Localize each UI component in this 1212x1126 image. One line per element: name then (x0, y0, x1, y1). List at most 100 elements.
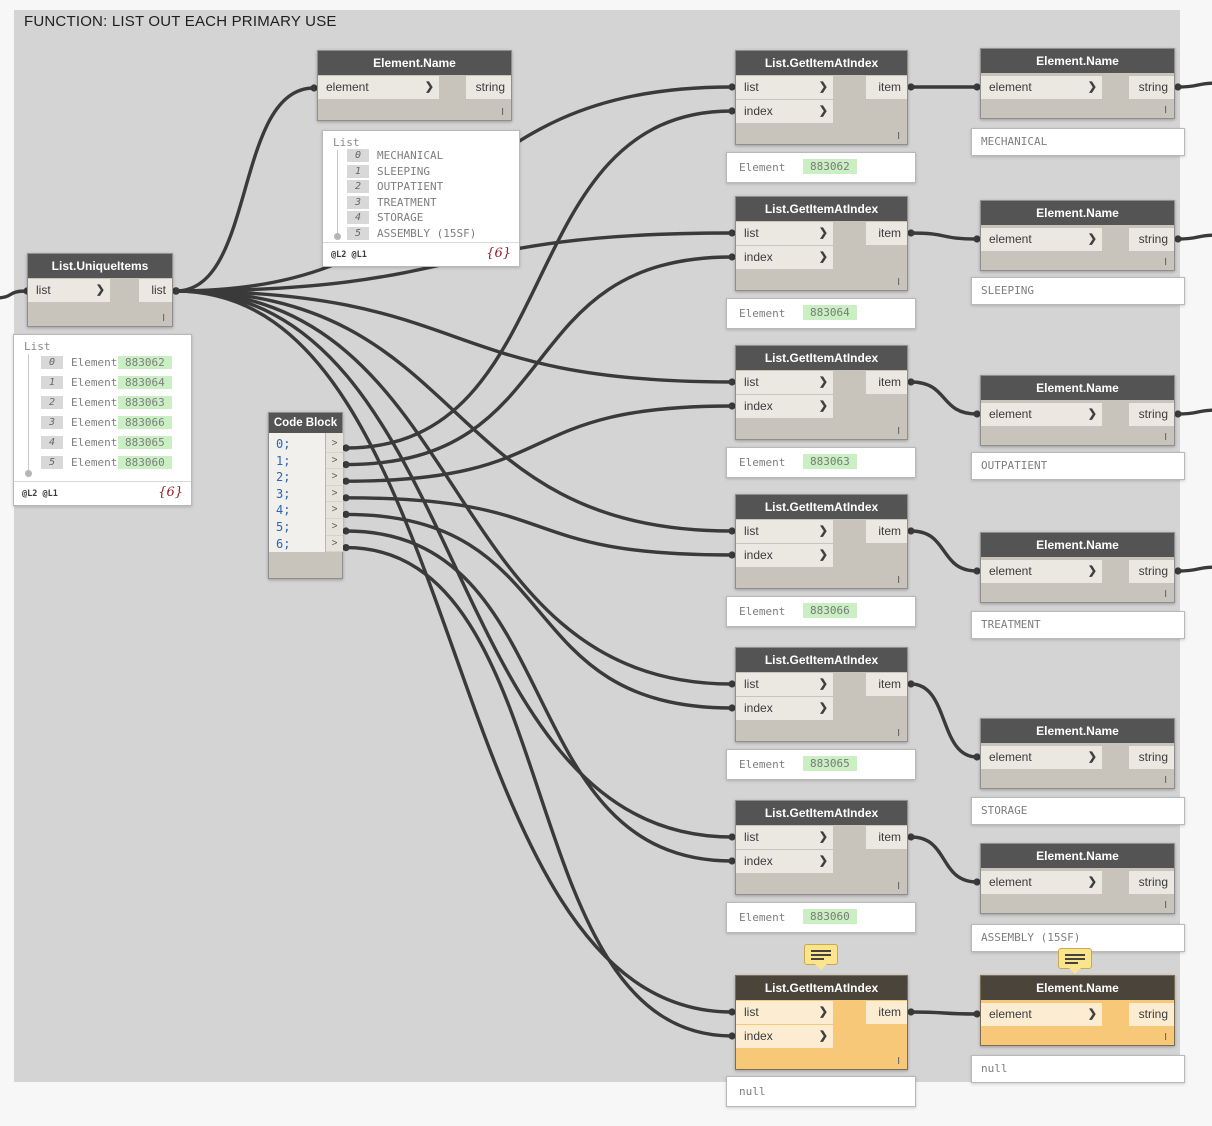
lacing-indicator[interactable]: I (897, 1056, 900, 1067)
node-element-name-6[interactable]: Element.Name element ❯ string I (980, 843, 1175, 914)
wire[interactable] (1176, 565, 1212, 573)
node-title[interactable]: Code Block (269, 413, 342, 433)
node-list-getitematindex-4[interactable]: List.GetItemAtIndex list ❯ index ❯ item … (735, 494, 908, 589)
node-title[interactable]: Element.Name (318, 51, 511, 75)
code-block-editor[interactable]: 0; 1; 2;3; 4;5; 6; (269, 433, 325, 552)
preview-bubble-element-name-3[interactable]: OUTPATIENT (971, 452, 1185, 480)
output-port-string[interactable]: string (466, 76, 511, 99)
node-element-name-1[interactable]: Element.Name element ❯ string I (980, 48, 1175, 119)
input-port-list[interactable]: list ❯ (736, 520, 833, 543)
warning-tooltip-icon[interactable] (1058, 948, 1092, 974)
input-port-list[interactable]: list ❯ (736, 76, 833, 99)
lacing-indicator[interactable]: I (1164, 589, 1167, 600)
node-title[interactable]: List.GetItemAtIndex (736, 648, 907, 672)
lacing-indicator[interactable]: I (501, 107, 504, 118)
input-port-list[interactable]: list ❯ (736, 826, 833, 849)
code-output-port[interactable]: > (326, 436, 343, 453)
lacing-indicator[interactable]: I (1164, 1032, 1167, 1043)
node-title[interactable]: List.GetItemAtIndex (736, 976, 907, 1000)
input-port-element[interactable]: element ❯ (981, 76, 1102, 99)
lacing-indicator[interactable]: I (1164, 775, 1167, 786)
lacing-indicator[interactable]: I (162, 313, 165, 324)
preview-bubble-getitem-6[interactable]: Element 883060 (726, 902, 916, 933)
output-port-string[interactable]: string (1129, 1003, 1174, 1026)
input-port-index[interactable]: index ❯ (736, 697, 833, 720)
input-port-list[interactable]: list ❯ (736, 222, 833, 245)
code-line[interactable]: 2; (276, 470, 291, 485)
output-port-string[interactable]: string (1129, 871, 1174, 894)
node-title[interactable]: List.GetItemAtIndex (736, 801, 907, 825)
node-title[interactable]: Element.Name (981, 719, 1174, 743)
input-port-index[interactable]: index ❯ (736, 395, 833, 418)
lacing-indicator[interactable]: I (1164, 105, 1167, 116)
lacing-indicator[interactable]: I (897, 277, 900, 288)
output-port-item[interactable]: item (866, 520, 907, 543)
code-line[interactable]: 3; (276, 486, 291, 501)
output-port-item[interactable]: item (866, 673, 907, 696)
node-element-name-5[interactable]: Element.Name element ❯ string I (980, 718, 1175, 789)
input-port-element[interactable]: element ❯ (318, 76, 439, 99)
node-list-getitematindex-6[interactable]: List.GetItemAtIndex list ❯ index ❯ item … (735, 800, 908, 895)
input-port-index[interactable]: index ❯ (736, 850, 833, 873)
code-line[interactable]: 5; (276, 519, 291, 534)
lacing-indicator[interactable]: I (897, 728, 900, 739)
input-port-list[interactable]: list ❯ (736, 673, 833, 696)
node-title[interactable]: Element.Name (981, 844, 1174, 868)
code-line[interactable]: 4; (276, 503, 291, 518)
code-line[interactable]: 1; (276, 453, 291, 468)
lacing-indicator[interactable]: I (1164, 900, 1167, 911)
input-port-index[interactable]: index ❯ (736, 246, 833, 269)
node-title[interactable]: Element.Name (981, 201, 1174, 225)
preview-bubble-names-list[interactable]: List 0 MECHANICAL 1 SLEEPING 2 OUTPATIEN… (322, 130, 520, 267)
node-list-getitematindex-1[interactable]: List.GetItemAtIndex list ❯ index ❯ item … (735, 50, 908, 145)
wire[interactable] (1176, 81, 1212, 89)
output-port-string[interactable]: string (1129, 746, 1174, 769)
input-port-element[interactable]: element ❯ (981, 1003, 1102, 1026)
code-output-port[interactable]: > (326, 536, 343, 553)
input-port-index[interactable]: index ❯ (736, 544, 833, 567)
group-title[interactable]: FUNCTION: LIST OUT EACH PRIMARY USE (24, 13, 337, 30)
input-port-list[interactable]: list ❯ (736, 1001, 833, 1024)
node-element-name-7[interactable]: Element.Name element ❯ string I (980, 975, 1175, 1046)
node-title[interactable]: List.UniqueItems (28, 254, 172, 278)
input-port-element[interactable]: element ❯ (981, 560, 1102, 583)
node-title[interactable]: List.GetItemAtIndex (736, 51, 907, 75)
preview-bubble-getitem-4[interactable]: Element 883066 (726, 596, 916, 627)
preview-bubble-element-name-2[interactable]: SLEEPING (971, 277, 1185, 305)
node-code-block[interactable]: Code Block 0;1;2;3;4;5;6; >>>>>>> (268, 412, 343, 579)
preview-bubble-getitem-1[interactable]: Element 883062 (726, 152, 916, 183)
input-port-list[interactable]: list ❯ (28, 279, 110, 302)
code-output-port[interactable]: > (326, 502, 343, 519)
preview-bubble-getitem-3[interactable]: Element 883063 (726, 447, 916, 478)
output-port-item[interactable]: item (866, 371, 907, 394)
code-output-port[interactable]: > (326, 469, 343, 486)
input-port-element[interactable]: element ❯ (981, 228, 1102, 251)
node-list-uniqueitems[interactable]: List.UniqueItems list ❯ list I (27, 253, 173, 327)
code-line[interactable]: 0; (276, 437, 291, 451)
input-port-element[interactable]: element ❯ (981, 746, 1102, 769)
node-list-getitematindex-3[interactable]: List.GetItemAtIndex list ❯ index ❯ item … (735, 345, 908, 440)
node-list-getitematindex-7[interactable]: List.GetItemAtIndex list ❯ index ❯ item … (735, 975, 908, 1070)
lacing-indicator[interactable]: I (897, 131, 900, 142)
lacing-indicator[interactable]: I (897, 881, 900, 892)
preview-bubble-element-name-4[interactable]: TREATMENT (971, 611, 1185, 639)
input-port-element[interactable]: element ❯ (981, 403, 1102, 426)
code-line[interactable]: 6; (276, 536, 291, 551)
warning-tooltip-icon[interactable] (804, 944, 838, 970)
output-port-list[interactable]: list (139, 279, 172, 302)
node-list-getitematindex-5[interactable]: List.GetItemAtIndex list ❯ index ❯ item … (735, 647, 908, 742)
code-output-port[interactable]: > (326, 519, 343, 536)
preview-bubble-element-name-1[interactable]: MECHANICAL (971, 128, 1185, 156)
node-element-name-top[interactable]: Element.Name element ❯ string I (317, 50, 512, 121)
node-element-name-4[interactable]: Element.Name element ❯ string I (980, 532, 1175, 603)
output-port-item[interactable]: item (866, 1001, 907, 1024)
preview-bubble-element-name-6[interactable]: ASSEMBLY (15SF) (971, 924, 1185, 952)
output-port-item[interactable]: item (866, 826, 907, 849)
output-port-string[interactable]: string (1129, 403, 1174, 426)
output-port-string[interactable]: string (1129, 76, 1174, 99)
node-title[interactable]: Element.Name (981, 49, 1174, 73)
preview-bubble-element-name-5[interactable]: STORAGE (971, 797, 1185, 825)
code-output-port[interactable]: > (326, 486, 343, 503)
preview-bubble-unique-list[interactable]: List 0 Element 883062 1 Element 883064 2… (13, 334, 192, 506)
